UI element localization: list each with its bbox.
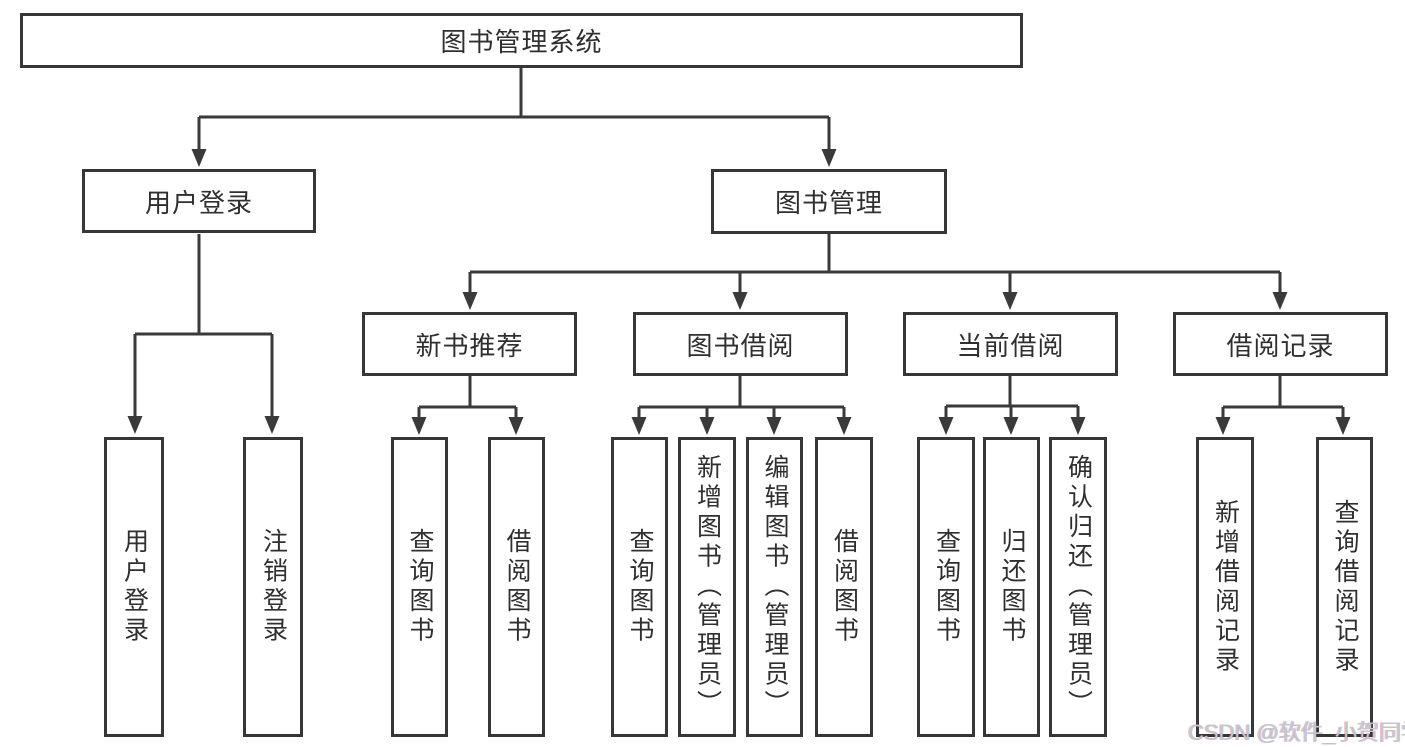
node-borrowing-records: 借阅记录 [1173,312,1388,376]
leaf-logout-login-label: 注销登录 [259,528,288,646]
leaf-recommend-borrow-books-label: 借阅图书 [503,528,531,646]
leaf-recommend-query-books: 查询图书 [391,437,448,737]
leaf-recommend-query-books-label: 查询图书 [406,528,434,646]
node-current-borrowing-label: 当前借阅 [956,330,1065,361]
leaf-current-return-books-label: 归还图书 [998,528,1026,646]
leaf-recommend-borrow-books: 借阅图书 [488,437,545,737]
csdn-watermark: CSDN @软件_小贺同学 [1188,720,1405,745]
leaf-user-login-label: 用户登录 [120,528,149,646]
node-borrowing-records-label: 借阅记录 [1226,330,1335,361]
leaf-records-query-record-label: 查询借阅记录 [1331,498,1359,676]
leaf-current-query-books: 查询图书 [917,437,975,737]
leaf-logout-login: 注销登录 [243,437,303,737]
node-new-book-recommend-label: 新书推荐 [415,330,524,361]
node-current-borrowing: 当前借阅 [903,312,1118,376]
node-user-login: 用户登录 [82,169,316,233]
leaf-current-query-books-label: 查询图书 [932,528,961,646]
leaf-borrowing-edit-books-label: 编辑图书（管理员） [761,454,789,720]
leaf-borrowing-edit-books: 编辑图书（管理员） [746,437,803,737]
leaf-borrowing-query-books: 查询图书 [611,437,668,737]
leaf-records-add-record: 新增借阅记录 [1196,437,1254,737]
leaf-user-login: 用户登录 [104,437,164,737]
leaf-records-add-record-label: 新增借阅记录 [1211,498,1240,676]
leaf-borrowing-borrow-books: 借阅图书 [815,437,873,737]
leaf-borrowing-borrow-books-label: 借阅图书 [830,528,859,646]
node-book-management-label: 图书管理 [774,188,883,218]
node-user-login-label: 用户登录 [144,187,253,218]
leaf-current-return-books: 归还图书 [983,437,1040,737]
leaf-current-confirm-return-label: 确认归还（管理员） [1064,454,1093,720]
node-new-book-recommend: 新书推荐 [362,312,577,376]
leaf-borrowing-add-books: 新增图书（管理员） [678,437,736,737]
leaf-borrowing-add-books-label: 新增图书（管理员） [693,454,722,720]
leaf-current-confirm-return: 确认归还（管理员） [1049,437,1107,737]
leaf-borrowing-query-books-label: 查询图书 [626,528,654,646]
node-book-borrowing-label: 图书借阅 [686,330,795,361]
node-book-borrowing: 图书借阅 [633,312,848,376]
node-root-label: 图书管理系统 [440,27,603,57]
node-root: 图书管理系统 [20,13,1023,68]
leaf-records-query-record: 查询借阅记录 [1316,437,1373,737]
node-book-management: 图书管理 [711,169,947,234]
